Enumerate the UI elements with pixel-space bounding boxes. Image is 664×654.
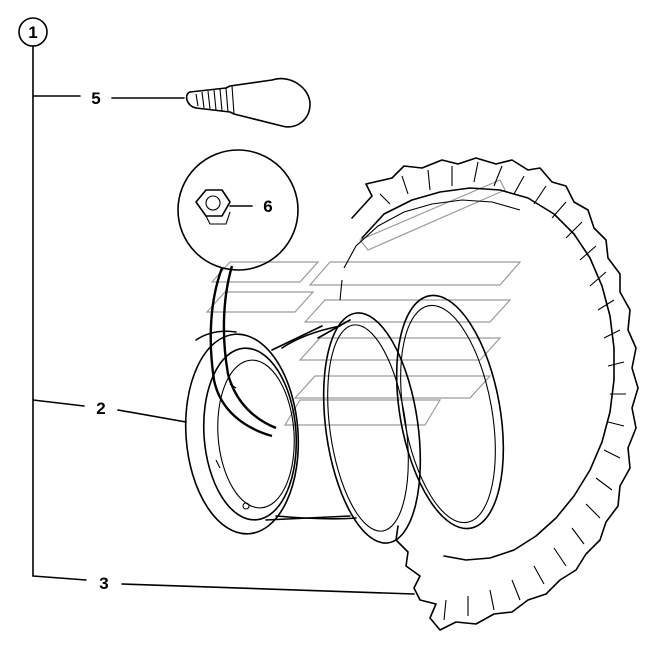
rim bbox=[184, 312, 422, 544]
lug-nut-icon bbox=[195, 189, 231, 217]
tire bbox=[339, 157, 639, 631]
tire-tread-lugs bbox=[379, 161, 626, 621]
tire-inner-shoulder bbox=[361, 187, 615, 561]
rim-rear-flange bbox=[322, 312, 422, 544]
callout-3: 3 bbox=[99, 574, 108, 593]
rim-front-flange bbox=[184, 333, 300, 535]
callout-6: 6 bbox=[263, 197, 272, 216]
tire-bead-opening bbox=[395, 294, 505, 530]
valve-stem bbox=[185, 77, 311, 128]
callout-1: 1 bbox=[28, 23, 37, 42]
tire-outer-tread bbox=[351, 157, 639, 631]
detail-circle bbox=[177, 149, 299, 271]
lug-nut-detail bbox=[177, 149, 299, 438]
watermark bbox=[205, 179, 522, 426]
valve-hole bbox=[242, 502, 250, 510]
tire-bead-line bbox=[339, 199, 521, 301]
callout-bracket bbox=[18, 17, 415, 595]
detail-leader bbox=[209, 267, 273, 438]
rim-barrel bbox=[265, 319, 351, 521]
callout-5: 5 bbox=[91, 89, 100, 108]
callout-2: 2 bbox=[96, 399, 105, 418]
